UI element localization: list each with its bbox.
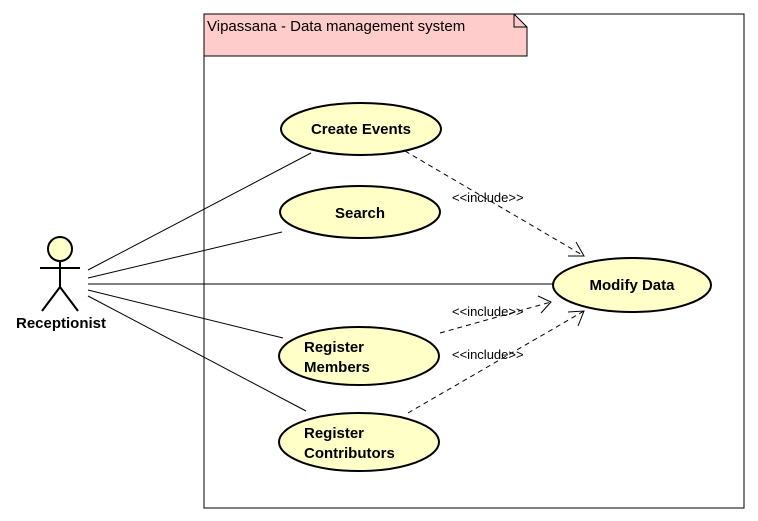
actor-label: Receptionist bbox=[16, 315, 106, 332]
association-register-members bbox=[87, 289, 284, 339]
use-case-label-line-2: Members bbox=[304, 359, 370, 376]
use-case-label: Modify Data bbox=[589, 277, 675, 294]
include-arrowhead-register-members bbox=[537, 295, 552, 314]
actor-left-leg bbox=[41, 286, 61, 312]
association-search bbox=[87, 231, 283, 279]
use-case-ellipse bbox=[278, 326, 440, 386]
use-case-register-contributors[interactable]: Register Contributors bbox=[278, 412, 440, 472]
stick-figure-icon bbox=[47, 236, 73, 262]
tab-fold-corner bbox=[513, 14, 527, 28]
association-register-contributors bbox=[87, 295, 307, 412]
system-title: Vipassana - Data management system bbox=[207, 18, 465, 35]
use-case-ellipse bbox=[552, 257, 712, 313]
system-title-tab bbox=[203, 13, 528, 57]
include-label-create-events: <<include>> bbox=[452, 190, 524, 205]
include-arrowhead-register-contributors bbox=[567, 310, 585, 327]
include-line-register-contributors bbox=[407, 310, 585, 414]
include-line-register-members bbox=[439, 301, 552, 334]
actor-receptionist: Receptionist bbox=[16, 236, 106, 332]
use-case-register-members[interactable]: Register Members bbox=[278, 326, 440, 386]
include-label-register-members: <<include>> bbox=[452, 304, 524, 319]
include-label-register-contributors: <<include>> bbox=[452, 347, 524, 362]
actor-right-leg bbox=[59, 286, 79, 312]
use-case-modify-data[interactable]: Modify Data bbox=[552, 257, 712, 313]
include-arrowhead-create-events bbox=[568, 241, 585, 257]
use-case-ellipse bbox=[278, 412, 440, 472]
use-case-label: Search bbox=[335, 205, 385, 222]
use-case-create-events[interactable]: Create Events bbox=[280, 102, 442, 156]
use-case-search[interactable]: Search bbox=[279, 185, 441, 239]
use-case-label: Create Events bbox=[311, 121, 411, 138]
use-case-ellipse bbox=[280, 102, 442, 156]
include-line-create-events bbox=[404, 150, 585, 257]
use-case-ellipse bbox=[279, 185, 441, 239]
association-create-events bbox=[87, 152, 312, 271]
use-case-label-line-2: Contributors bbox=[304, 445, 395, 462]
use-case-label-line-1: Register bbox=[304, 425, 364, 442]
use-case-label-line-1: Register bbox=[304, 339, 364, 356]
